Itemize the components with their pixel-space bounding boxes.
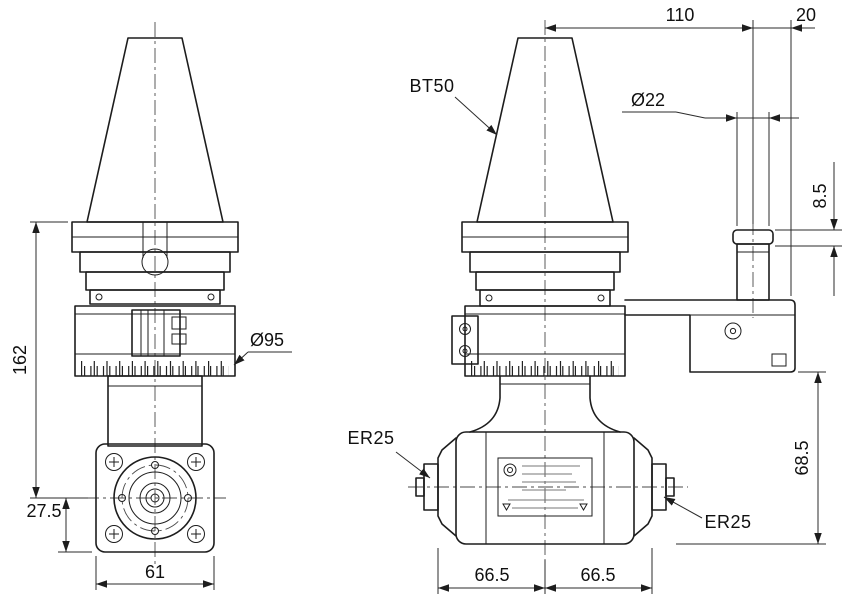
front-corner-screws bbox=[105, 453, 205, 543]
dim-body-diameter-label: Ø95 bbox=[250, 330, 284, 350]
dim-pin-protrusion-label: 8.5 bbox=[810, 183, 830, 208]
label-taper: BT50 bbox=[409, 76, 498, 136]
dim-arm-distance-label: 110 bbox=[666, 5, 695, 25]
dim-spindle-drop-label: 68.5 bbox=[792, 440, 812, 475]
pin-body bbox=[736, 243, 770, 301]
label-collet-left-text: ER25 bbox=[347, 428, 394, 448]
dim-spans: 66.5 66.5 bbox=[437, 548, 653, 594]
label-collet-left: ER25 bbox=[347, 428, 431, 479]
label-collet-right-text: ER25 bbox=[704, 512, 751, 532]
dim-body-diameter: Ø95 bbox=[233, 330, 292, 366]
dim-span-left-label: 66.5 bbox=[474, 565, 509, 585]
dim-pin-protrusion: 8.5 bbox=[775, 162, 842, 296]
front-face-plate bbox=[95, 443, 215, 553]
dim-face-width-label: 61 bbox=[145, 562, 165, 582]
label-taper-text: BT50 bbox=[409, 76, 454, 96]
spindle-housing bbox=[415, 431, 675, 545]
dim-face-offset: 27.5 bbox=[26, 498, 92, 553]
dim-face-offset-label: 27.5 bbox=[26, 501, 61, 521]
label-collet-right: ER25 bbox=[663, 496, 751, 532]
dim-span-right-label: 66.5 bbox=[580, 565, 615, 585]
dim-overall-height: 162 bbox=[10, 221, 88, 499]
nameplate bbox=[497, 457, 593, 517]
dim-arm-distance: 110 20 bbox=[545, 5, 816, 296]
dim-pin-diameter: Ø22 bbox=[622, 90, 799, 226]
dim-face-width: 61 bbox=[95, 556, 215, 590]
dim-spindle-drop: 68.5 bbox=[676, 371, 826, 545]
dim-pin-diameter-label: Ø22 bbox=[631, 90, 665, 110]
side-dial-ring bbox=[451, 305, 626, 377]
side-body-neck bbox=[469, 375, 621, 433]
front-view: 162 27.5 61 Ø95 bbox=[10, 22, 292, 590]
side-view: BT50 ER25 ER25 110 20 bbox=[347, 5, 842, 594]
dim-arm-end-label: 20 bbox=[796, 5, 816, 25]
clamp-arm bbox=[624, 229, 796, 373]
front-flange bbox=[71, 221, 239, 305]
front-body-neck bbox=[107, 375, 203, 447]
dim-overall-height-label: 162 bbox=[10, 345, 30, 375]
